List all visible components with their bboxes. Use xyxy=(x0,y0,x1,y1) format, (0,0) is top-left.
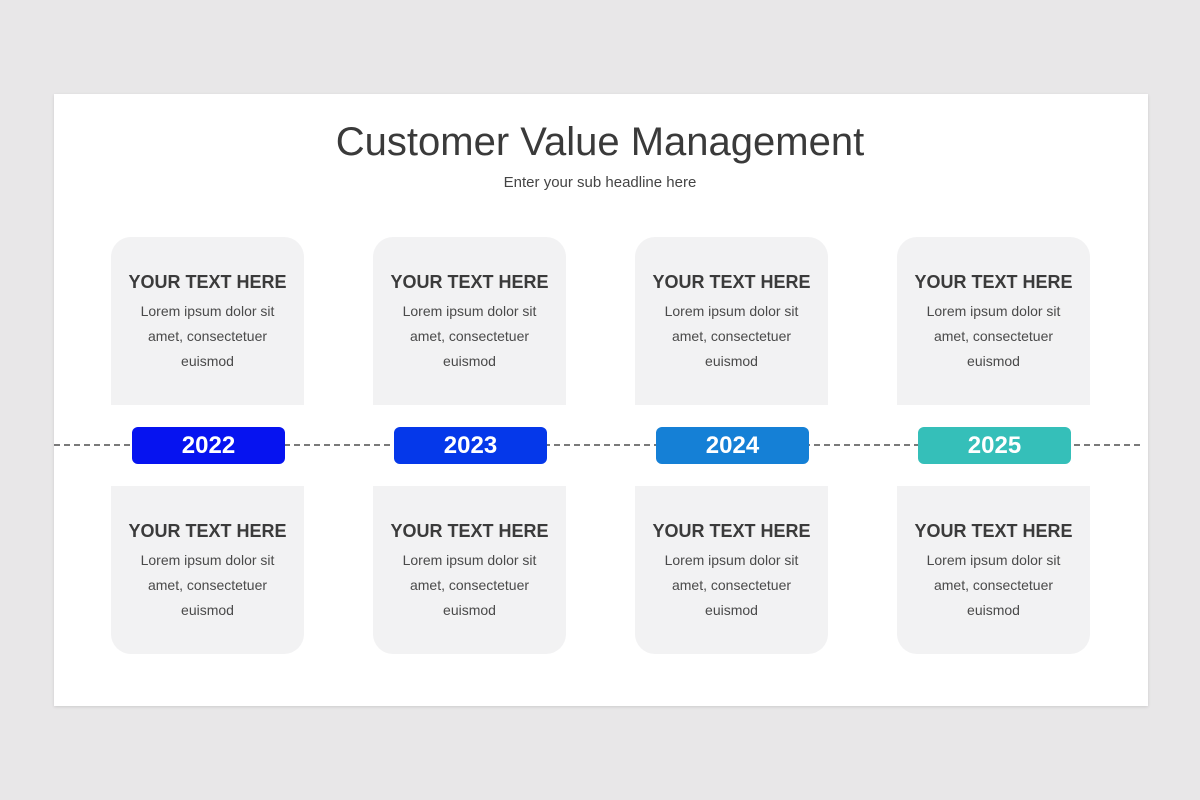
card-body: Lorem ipsum dolor sit amet, consectetuer… xyxy=(664,303,799,369)
card-body: Lorem ipsum dolor sit amet, consectetuer… xyxy=(926,552,1061,618)
card-body: Lorem ipsum dolor sit amet, consectetuer… xyxy=(664,552,799,618)
card-bottom-2023: YOUR TEXT HERE Lorem ipsum dolor sit ame… xyxy=(373,486,566,654)
card-heading: YOUR TEXT HERE xyxy=(128,272,287,292)
card-heading: YOUR TEXT HERE xyxy=(652,521,811,541)
card-bottom-2022: YOUR TEXT HERE Lorem ipsum dolor sit ame… xyxy=(111,486,304,654)
card-top-2022: YOUR TEXT HERE Lorem ipsum dolor sit ame… xyxy=(111,237,304,405)
card-body: Lorem ipsum dolor sit amet, consectetuer… xyxy=(140,552,275,618)
card-body: Lorem ipsum dolor sit amet, consectetuer… xyxy=(140,303,275,369)
card-heading: YOUR TEXT HERE xyxy=(390,272,549,292)
card-top-2024: YOUR TEXT HERE Lorem ipsum dolor sit ame… xyxy=(635,237,828,405)
page-subtitle: Enter your sub headline here xyxy=(503,174,697,191)
card-bottom-2025: YOUR TEXT HERE Lorem ipsum dolor sit ame… xyxy=(897,486,1090,654)
year-pill-2023: 2023 xyxy=(394,427,547,464)
card-body: Lorem ipsum dolor sit amet, consectetuer… xyxy=(926,303,1061,369)
timeline-line xyxy=(54,444,1140,446)
year-pill-2022: 2022 xyxy=(132,427,285,464)
card-top-2025: YOUR TEXT HERE Lorem ipsum dolor sit ame… xyxy=(897,237,1090,405)
card-heading: YOUR TEXT HERE xyxy=(914,272,1073,292)
card-top-2023: YOUR TEXT HERE Lorem ipsum dolor sit ame… xyxy=(373,237,566,405)
year-pill-2025: 2025 xyxy=(918,427,1071,464)
card-heading: YOUR TEXT HERE xyxy=(390,521,549,541)
card-bottom-2024: YOUR TEXT HERE Lorem ipsum dolor sit ame… xyxy=(635,486,828,654)
card-body: Lorem ipsum dolor sit amet, consectetuer… xyxy=(402,303,537,369)
card-heading: YOUR TEXT HERE xyxy=(128,521,287,541)
card-heading: YOUR TEXT HERE xyxy=(914,521,1073,541)
card-body: Lorem ipsum dolor sit amet, consectetuer… xyxy=(402,552,537,618)
card-heading: YOUR TEXT HERE xyxy=(652,272,811,292)
year-pill-2024: 2024 xyxy=(656,427,809,464)
page-title: Customer Value Management xyxy=(335,120,865,164)
